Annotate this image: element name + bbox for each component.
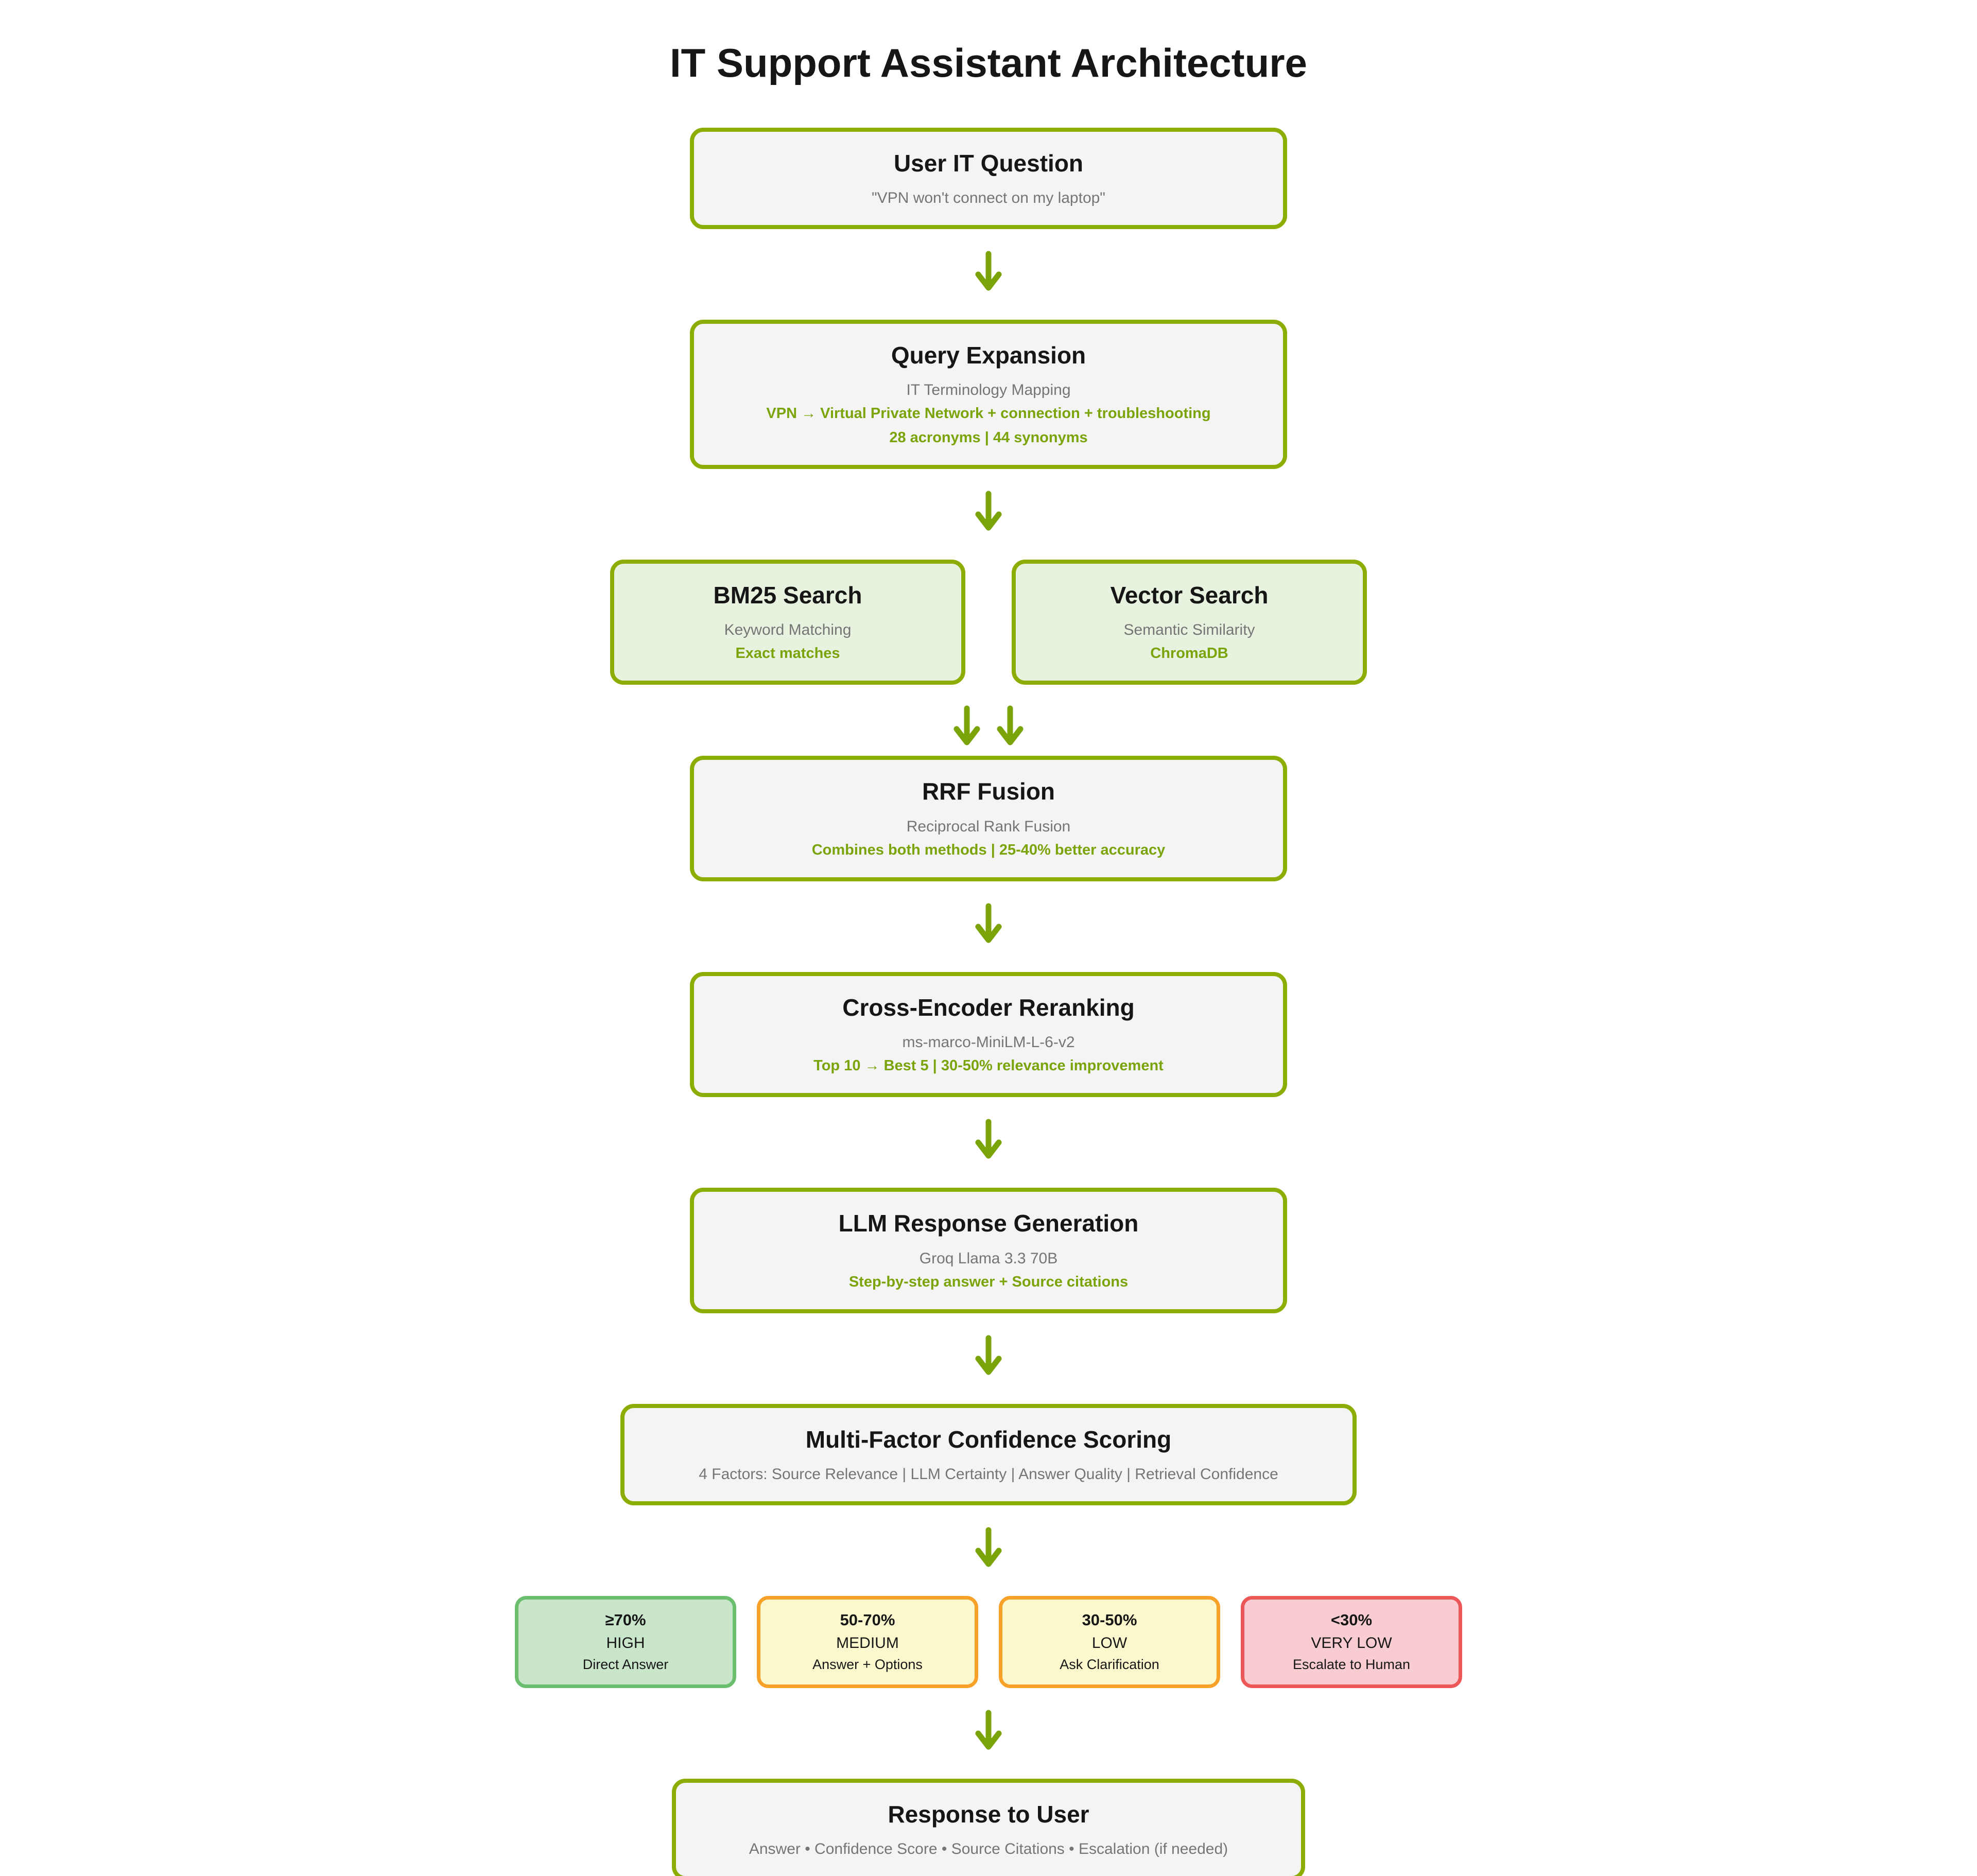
down-arrow-icon [975, 1710, 1002, 1750]
node-response-to-user: Response to User Answer • Confidence Sco… [672, 1778, 1305, 1876]
confidence-levels-row: ≥70% HIGH Direct Answer 50-70% MEDIUM An… [515, 1596, 1462, 1688]
flow-arrow [973, 903, 1004, 950]
down-arrow-icon [975, 491, 1002, 531]
node-title: Query Expansion [891, 342, 1086, 369]
node-subtitle: 4 Factors: Source Relevance | LLM Certai… [699, 1466, 1278, 1483]
down-arrow-icon [975, 1119, 1002, 1159]
node-user-it-question: User IT Question "VPN won't connect on m… [690, 128, 1287, 230]
down-arrow-icon [975, 903, 1002, 943]
level-range: <30% [1330, 1611, 1373, 1629]
node-detail: Step-by-step answer + Source citations [848, 1273, 1129, 1290]
level-medium: 50-70% MEDIUM Answer + Options [757, 1596, 978, 1688]
node-detail: Exact matches [735, 645, 840, 662]
node-title: User IT Question [893, 150, 1084, 177]
node-title: BM25 Search [713, 581, 862, 609]
flow-arrow [973, 1335, 1004, 1382]
node-confidence-scoring: Multi-Factor Confidence Scoring 4 Factor… [620, 1403, 1357, 1505]
node-subtitle: IT Terminology Mapping [906, 381, 1071, 399]
node-subtitle: Semantic Similarity [1123, 621, 1255, 639]
level-range: 50-70% [840, 1611, 895, 1629]
node-detail: VPN → Virtual Private Network + connecti… [766, 405, 1211, 422]
level-label: MEDIUM [836, 1634, 899, 1652]
flow-arrow-pair [951, 705, 1026, 753]
node-detail: 28 acronyms | 44 synonyms [889, 429, 1088, 446]
node-subtitle: Reciprocal Rank Fusion [906, 818, 1071, 835]
level-range: 30-50% [1082, 1611, 1137, 1629]
node-subtitle: "VPN won't connect on my laptop" [872, 189, 1105, 207]
node-subtitle: Groq Llama 3.3 70B [919, 1249, 1058, 1267]
node-title: Cross-Encoder Reranking [842, 994, 1135, 1021]
flow-arrow [973, 251, 1004, 298]
level-label: LOW [1091, 1634, 1128, 1652]
node-subtitle: Keyword Matching [724, 621, 852, 639]
level-low: 30-50% LOW Ask Clarification [999, 1596, 1220, 1688]
flow-arrow [973, 1527, 1004, 1574]
node-detail: Top 10 → Best 5 | 30-50% relevance impro… [813, 1057, 1164, 1074]
node-detail: ChromaDB [1150, 645, 1228, 662]
down-arrow-icon [975, 251, 1002, 291]
node-subtitle: Answer • Confidence Score • Source Citat… [749, 1840, 1228, 1858]
page-title: IT Support Assistant Architecture [669, 40, 1308, 85]
node-query-expansion: Query Expansion IT Terminology Mapping V… [690, 320, 1287, 469]
node-detail: Combines both methods | 25-40% better ac… [811, 841, 1166, 858]
search-methods-row: BM25 Search Keyword Matching Exact match… [610, 559, 1367, 685]
level-action: Escalate to Human [1292, 1657, 1411, 1673]
node-cross-encoder-reranking: Cross-Encoder Reranking ms-marco-MiniLM-… [690, 971, 1287, 1098]
level-action: Direct Answer [582, 1657, 669, 1673]
down-arrow-icon [997, 705, 1024, 745]
node-title: Response to User [888, 1800, 1089, 1828]
level-very-low: <30% VERY LOW Escalate to Human [1241, 1596, 1462, 1688]
flow-arrow [973, 1119, 1004, 1166]
flow-arrow [973, 1710, 1004, 1757]
down-arrow-icon [975, 1527, 1002, 1567]
node-title: LLM Response Generation [838, 1210, 1139, 1237]
level-label: HIGH [606, 1634, 645, 1652]
node-title: RRF Fusion [922, 778, 1055, 805]
node-title: Vector Search [1110, 581, 1269, 609]
node-llm-response-generation: LLM Response Generation Groq Llama 3.3 7… [690, 1188, 1287, 1313]
down-arrow-icon [975, 1335, 1002, 1375]
node-bm25-search: BM25 Search Keyword Matching Exact match… [610, 559, 965, 685]
level-label: VERY LOW [1311, 1634, 1392, 1652]
flow-arrow [973, 491, 1004, 538]
node-vector-search: Vector Search Semantic Similarity Chroma… [1012, 559, 1367, 685]
level-action: Ask Clarification [1060, 1657, 1159, 1673]
level-high: ≥70% HIGH Direct Answer [515, 1596, 736, 1688]
down-arrow-icon [953, 705, 980, 745]
level-range: ≥70% [605, 1611, 646, 1629]
level-action: Answer + Options [812, 1657, 923, 1673]
node-subtitle: ms-marco-MiniLM-L-6-v2 [902, 1034, 1075, 1051]
it-support-architecture-diagram: IT Support Assistant Architecture User I… [474, 0, 1503, 1876]
node-title: Multi-Factor Confidence Scoring [805, 1426, 1172, 1453]
node-rrf-fusion: RRF Fusion Reciprocal Rank Fusion Combin… [690, 756, 1287, 881]
